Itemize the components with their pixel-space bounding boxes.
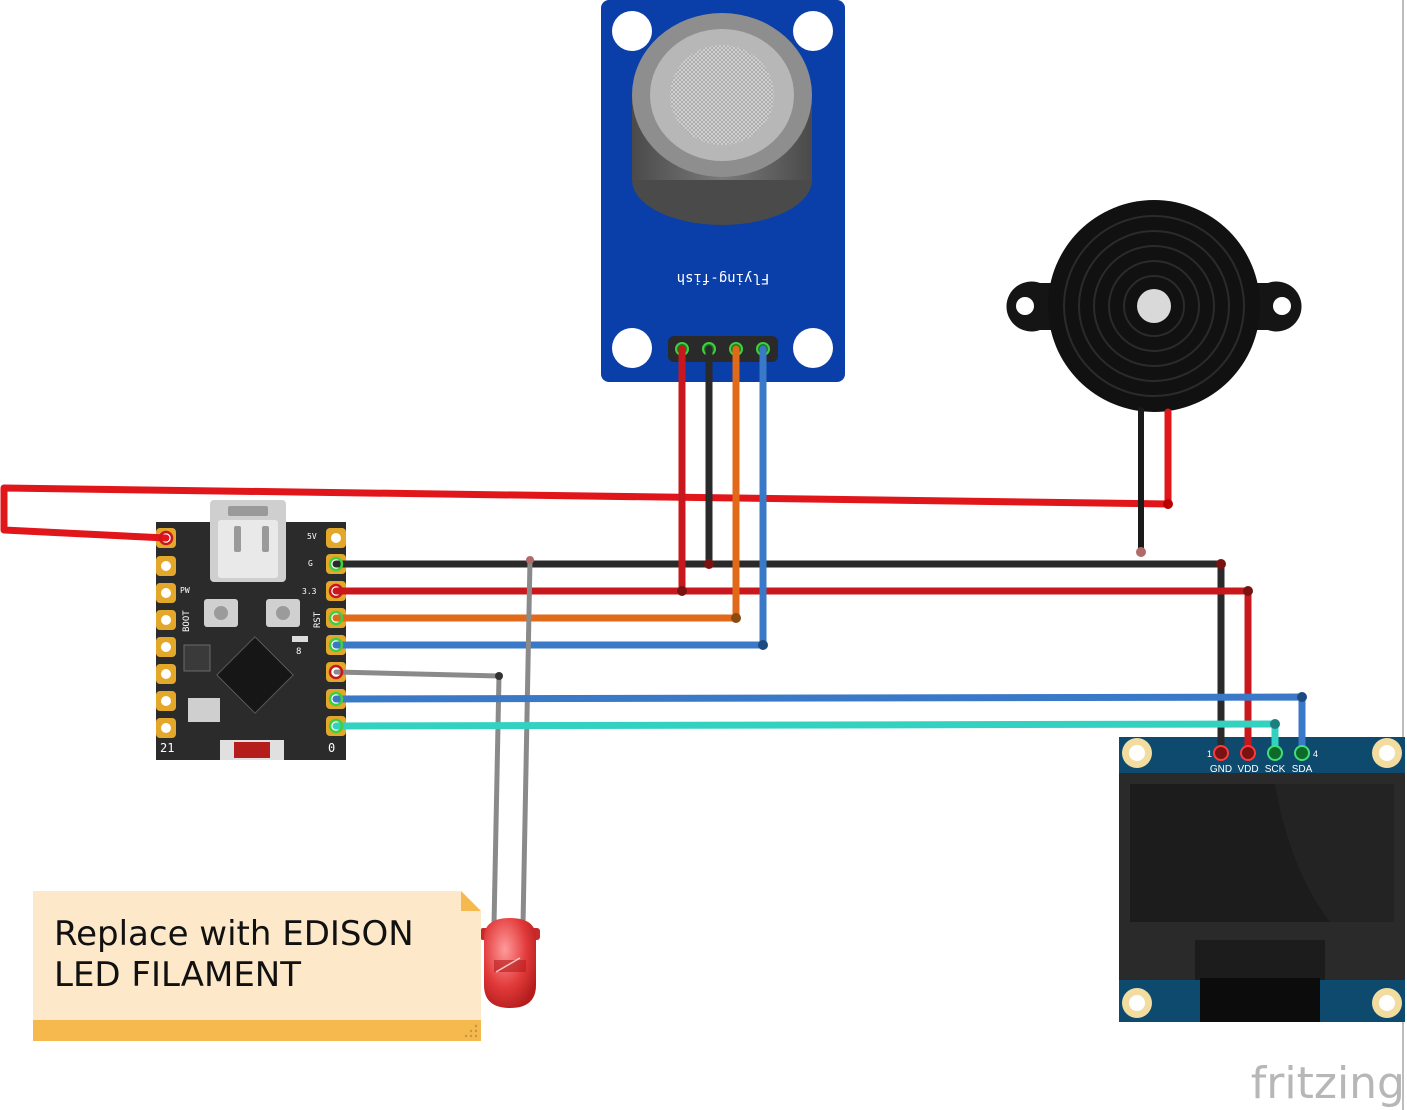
gas-sensor-can (632, 13, 812, 225)
oled-pin-header (1213, 745, 1310, 761)
wire-gray-led-2[interactable] (520, 557, 533, 928)
wire-red-buzzer[interactable] (0, 408, 1172, 542)
piezo-buzzer[interactable] (1006, 200, 1302, 412)
mount-hole (793, 11, 833, 51)
oled-ribbon (1195, 940, 1325, 980)
mcu-board[interactable]: 5V G 3.3 PW BOOT RST 8 21 0 (156, 500, 346, 760)
oled-pin-label-gnd: GND (1210, 764, 1232, 775)
sticky-note[interactable]: Replace with EDISON LED FILAMENT (33, 891, 481, 1041)
note-bar (33, 1020, 481, 1041)
oled-pin-label-sda: SDA (1292, 764, 1313, 775)
note-line-1: Replace with EDISON (54, 914, 414, 954)
oled-pin-label-vdd: VDD (1237, 764, 1258, 775)
oled-pin-sda[interactable] (1294, 745, 1310, 761)
mcu-label-boot: BOOT (182, 610, 192, 632)
fritzing-watermark: fritzing (1251, 1058, 1405, 1109)
wire-gray-led-1[interactable] (333, 669, 502, 928)
gas-sensor-module[interactable]: Flying-fish (601, 0, 845, 382)
mount-hole (612, 328, 652, 368)
mcu-label-8: 8 (296, 647, 301, 657)
wire-orange-sensor[interactable] (332, 345, 740, 622)
antenna-pad (188, 698, 220, 722)
mcu-label-21: 21 (160, 741, 174, 755)
mcu-label-5v: 5V (307, 532, 317, 541)
oled-pin-last: 4 (1313, 749, 1318, 759)
oled-pin-gnd[interactable] (1213, 745, 1229, 761)
buzzer-center (1137, 289, 1171, 323)
oled-pin-label-sck: SCK (1265, 764, 1286, 775)
mcu-label-g: G (308, 559, 313, 568)
mcu-label-rst: RST (313, 611, 323, 628)
note-body (33, 891, 481, 1041)
mcu-label-3v3: 3.3 (302, 587, 317, 596)
led-indicator (292, 636, 308, 642)
mcu-label-0: 0 (328, 741, 335, 755)
regulator-chip (183, 644, 211, 672)
sensor-brand-label: Flying-fish (677, 270, 770, 286)
mcu-chip (216, 636, 294, 714)
mount-hole (793, 328, 833, 368)
mcu-label-pw: PW (180, 586, 190, 595)
mount-hole (612, 11, 652, 51)
oled-pin-first: 1 (1207, 749, 1212, 759)
oled-connector (1200, 978, 1320, 1022)
wires (0, 345, 1307, 928)
note-line-2: LED FILAMENT (54, 955, 301, 995)
red-led[interactable] (480, 918, 540, 1008)
oled-pin-vdd[interactable] (1240, 745, 1256, 761)
oled-display-module[interactable]: 1 4 GND VDD SCK SDA (1119, 737, 1405, 1022)
oled-pin-sck[interactable] (1267, 745, 1283, 761)
sensor-pin-header (668, 336, 778, 362)
